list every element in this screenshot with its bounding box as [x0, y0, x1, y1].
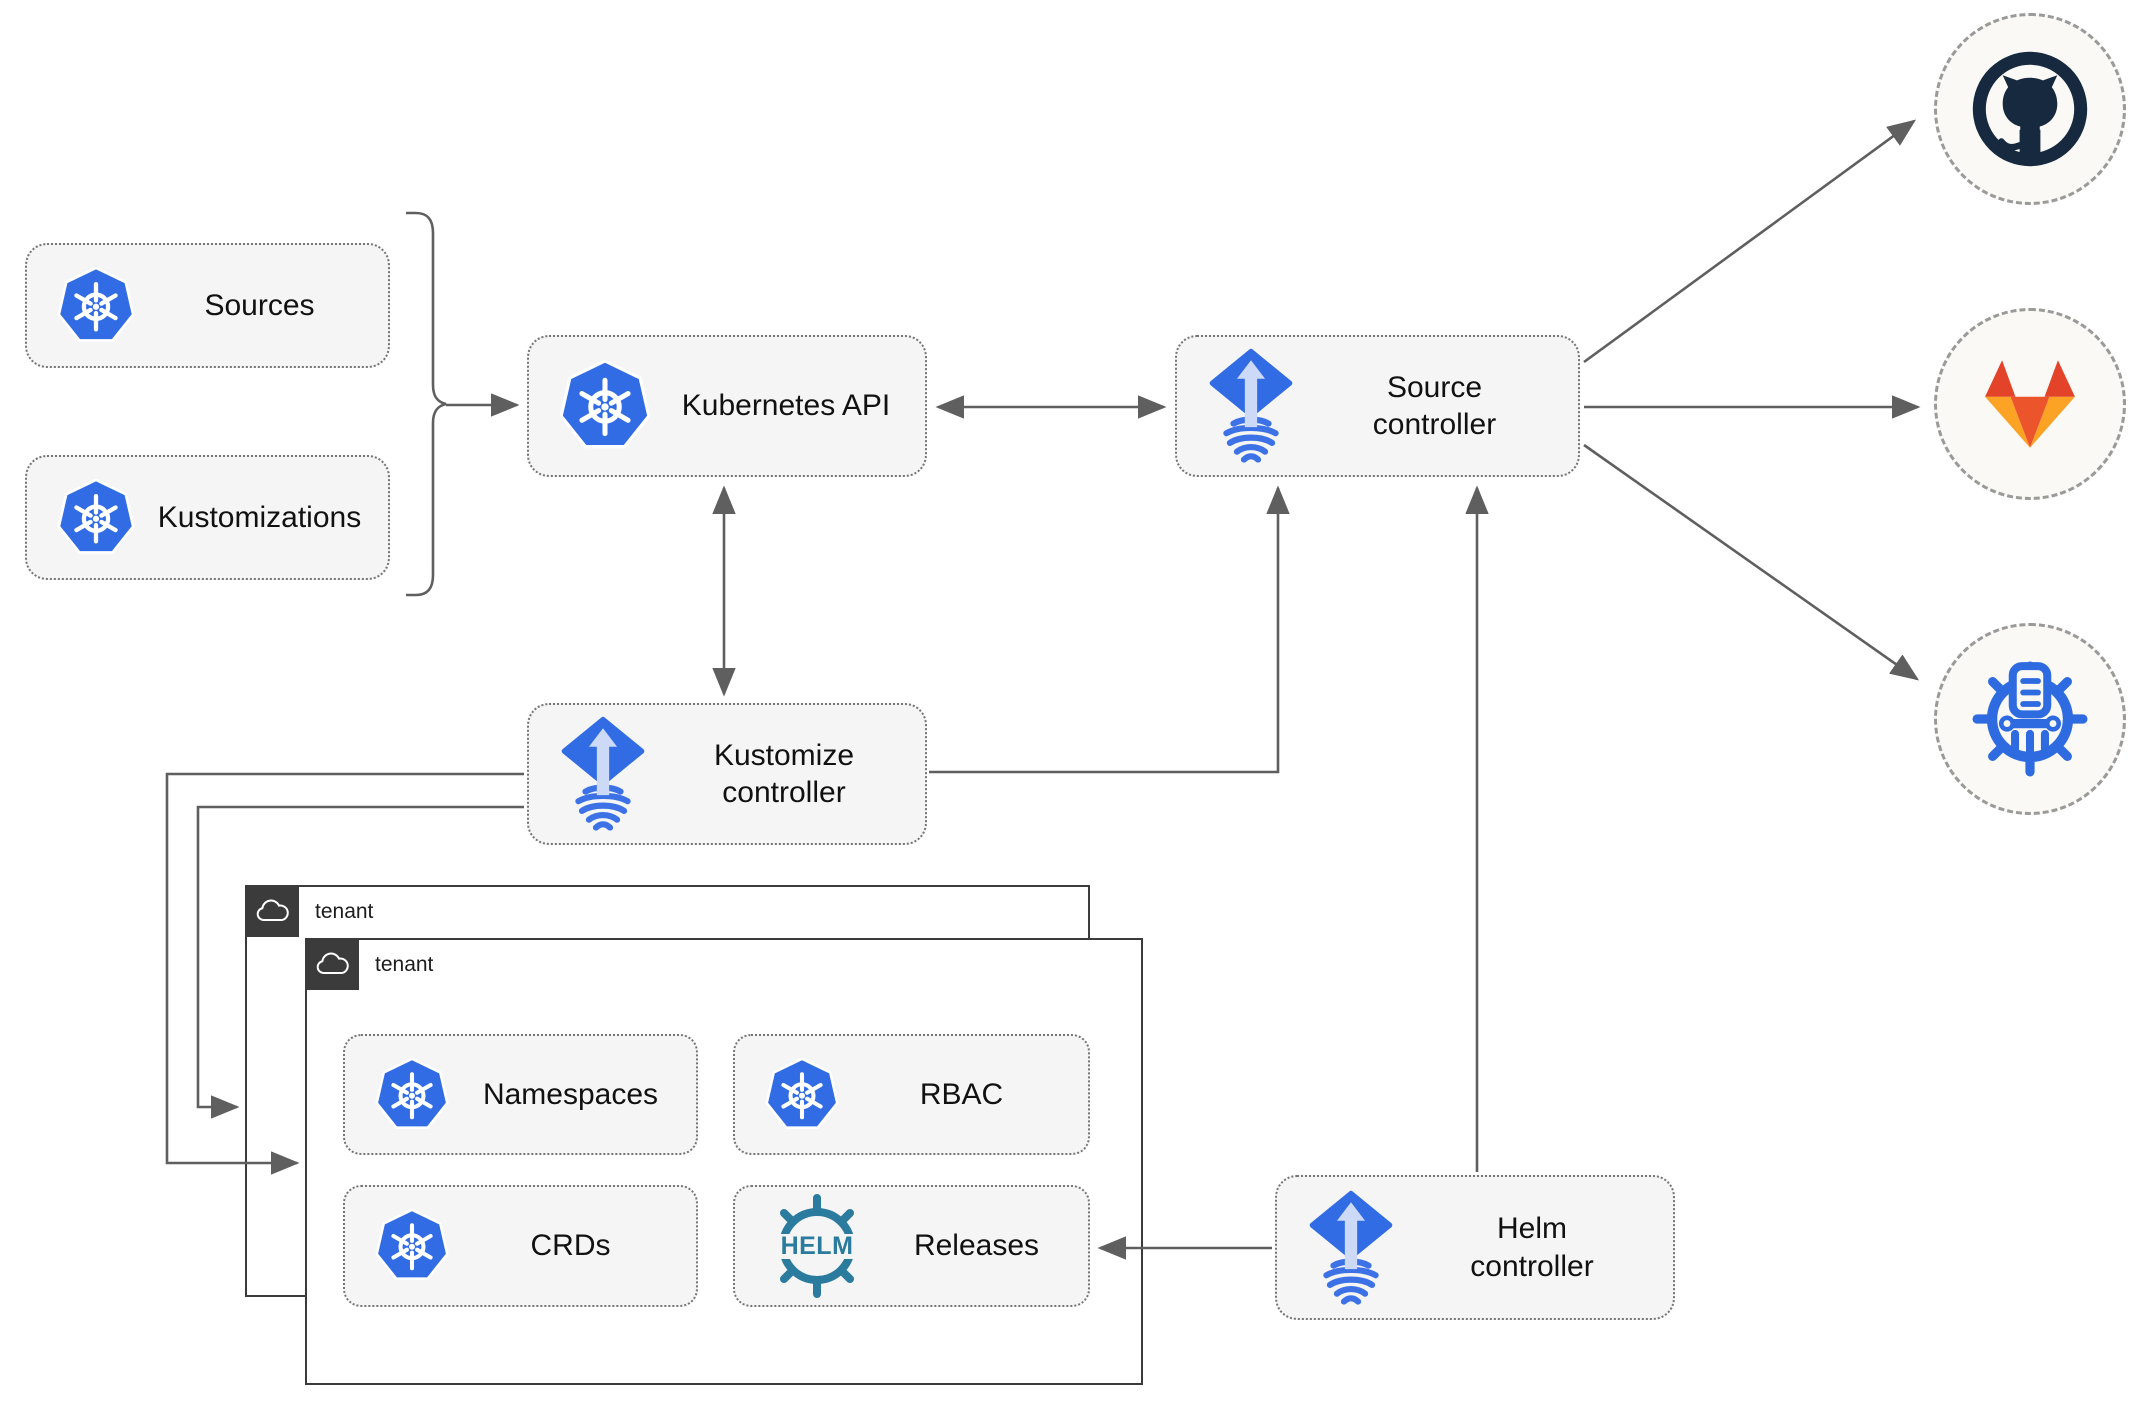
- kubernetes-api-box: Kubernetes API: [527, 335, 927, 477]
- namespaces-box: Namespaces: [343, 1034, 698, 1155]
- rbac-label: RBAC: [919, 1077, 1004, 1111]
- edge-source-chartmuseum: [1583, 443, 1920, 681]
- tenant-front-label: tenant: [375, 953, 434, 976]
- rbac-box: RBAC: [733, 1034, 1090, 1155]
- releases-box: HELM Releases: [733, 1185, 1090, 1307]
- gitlab-target: [1934, 308, 2126, 500]
- releases-label: Releases: [913, 1229, 1040, 1263]
- edge-kustomize-source: [929, 485, 1290, 774]
- edge-source-github: [1583, 119, 1917, 364]
- kubernetes-icon: [57, 267, 135, 345]
- github-target: [1934, 13, 2126, 205]
- gitlab-tanuki-icon: [1969, 353, 2091, 455]
- source-controller-label: Source controller: [1372, 370, 1497, 442]
- helm-controller-box: Helm controller: [1275, 1175, 1675, 1320]
- crds-label: CRDs: [530, 1229, 611, 1263]
- kubernetes-icon: [375, 1058, 449, 1132]
- sources-label: Sources: [204, 288, 315, 322]
- kubernetes-icon: [765, 1058, 839, 1132]
- cloud-icon: [245, 885, 299, 937]
- tenant-back-label: tenant: [315, 900, 374, 923]
- tenant-box-front: tenant: [305, 938, 1143, 1385]
- namespaces-label: Namespaces: [482, 1077, 659, 1111]
- kustomizations-label: Kustomizations: [157, 500, 362, 534]
- cloud-icon: [305, 938, 359, 990]
- flux-icon: [559, 716, 647, 832]
- kubernetes-icon: [57, 479, 135, 557]
- kustomizations-box: Kustomizations: [25, 455, 390, 580]
- kustomize-controller-label: Kustomize controller: [713, 738, 855, 810]
- helm-controller-label: Helm controller: [1470, 1212, 1594, 1283]
- group-brace: [406, 211, 447, 597]
- chartmuseum-wheel-icon: [1961, 650, 2099, 788]
- sources-box: Sources: [25, 243, 390, 368]
- source-controller-box: Source controller: [1175, 335, 1580, 477]
- github-octocat-icon: [1965, 44, 2095, 174]
- kubernetes-api-label: Kubernetes API: [681, 389, 891, 423]
- flux-icon: [1207, 348, 1295, 464]
- chartmuseum-target: [1934, 623, 2126, 815]
- helm-logo-text: HELM: [780, 1232, 854, 1260]
- crds-box: CRDs: [343, 1185, 698, 1307]
- helm-icon: HELM: [765, 1194, 869, 1298]
- kubernetes-icon: [375, 1209, 449, 1283]
- kustomize-controller-box: Kustomize controller: [527, 703, 927, 845]
- flux-icon: [1307, 1190, 1395, 1306]
- kubernetes-icon: [559, 360, 651, 452]
